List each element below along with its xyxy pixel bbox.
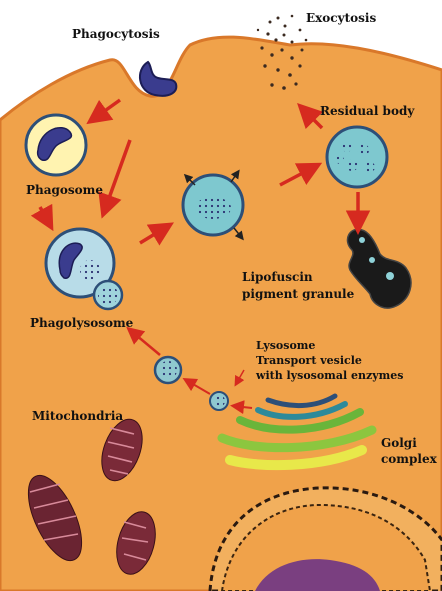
label-phagolysosome: Phagolysosome bbox=[30, 316, 133, 330]
label-golgi-line2: complex bbox=[381, 452, 437, 466]
label-lysosome: Lysosome bbox=[256, 339, 315, 352]
phagosome bbox=[26, 115, 86, 175]
label-mitochondria: Mitochondria bbox=[32, 409, 123, 423]
label-lipofuscin-line2: pigment granule bbox=[242, 287, 354, 301]
label-residual-body: Residual body bbox=[320, 104, 414, 118]
label-transport-line1: Transport vesicle bbox=[256, 354, 362, 367]
label-phagosome: Phagosome bbox=[26, 183, 103, 197]
label-lipofuscin-line1: Lipofuscin bbox=[242, 270, 313, 284]
residual-body bbox=[327, 127, 387, 187]
secondary-lysosome bbox=[183, 172, 243, 238]
label-transport-line2: with lysosomal enzymes bbox=[256, 369, 403, 382]
phagocytosis-particle bbox=[140, 62, 176, 96]
label-exocytosis: Exocytosis bbox=[306, 11, 376, 25]
label-golgi-line1: Golgi bbox=[381, 436, 417, 450]
label-phagocytosis: Phagocytosis bbox=[72, 27, 160, 41]
